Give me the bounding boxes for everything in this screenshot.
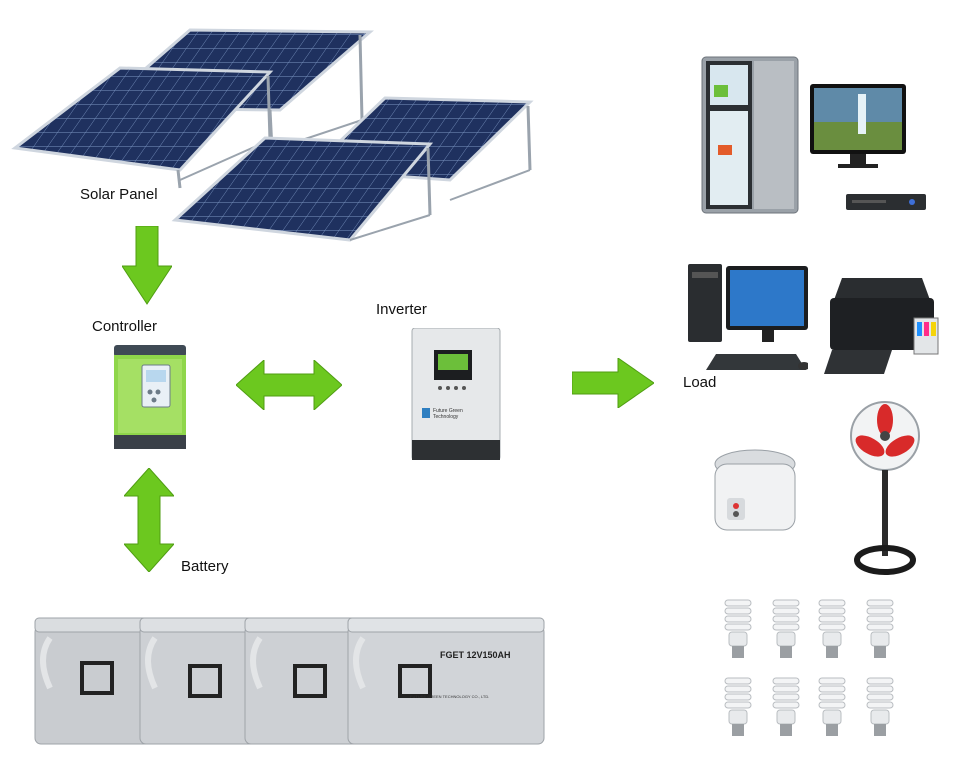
rice-cooker-icon xyxy=(714,449,796,531)
battery-unit-4 xyxy=(347,617,545,745)
monitor-icon xyxy=(810,84,906,168)
inverter-label: Inverter xyxy=(376,301,427,318)
solar-panel-label: Solar Panel xyxy=(80,186,158,203)
arrow-right-icon xyxy=(572,358,654,408)
battery-model-text: FGET 12V150AH xyxy=(440,650,511,660)
cfl-bulb-icon xyxy=(724,599,894,737)
charge-controller-icon xyxy=(114,345,186,449)
battery-icon xyxy=(34,617,545,745)
desktop-computer-icon xyxy=(688,264,808,370)
controller-label: Controller xyxy=(92,318,158,335)
inverter-brand-line1: Future Green xyxy=(433,408,463,414)
solar-panel-icon xyxy=(11,28,534,242)
refrigerator-icon xyxy=(701,56,799,214)
arrow-left-right-icon xyxy=(236,360,342,410)
battery-maker-text: FUTURE GREEN TECHNOLOGY CO., LTD. xyxy=(410,694,490,699)
printer-icon xyxy=(824,278,939,374)
battery-label: Battery xyxy=(181,558,229,575)
arrow-down-icon xyxy=(122,226,172,305)
solar-panel-front-right xyxy=(171,136,434,242)
standing-fan-icon xyxy=(850,401,920,575)
load-label: Load xyxy=(683,374,717,391)
inverter-icon: Future Green Technology xyxy=(408,328,504,460)
dvd-player-icon xyxy=(846,194,926,210)
inverter-brand-line2: Technology xyxy=(433,414,459,420)
arrow-up-down-icon xyxy=(124,468,174,572)
